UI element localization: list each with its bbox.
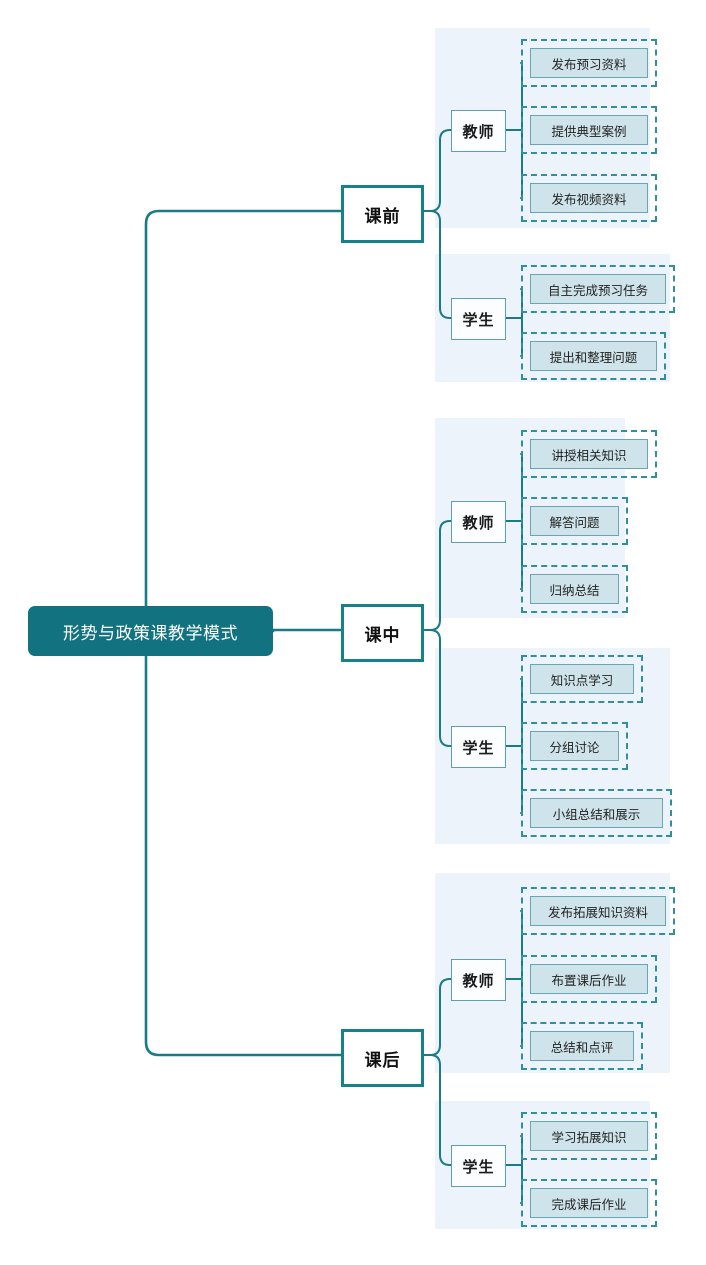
leaf-item-wrapper: 小组总结和展示 (521, 789, 672, 837)
leaf-item[interactable]: 自主完成预习任务 (530, 274, 666, 304)
leaf-item-wrapper: 总结和点评 (521, 1022, 643, 1070)
leaf-item[interactable]: 分组讨论 (530, 731, 619, 761)
leaf-item[interactable]: 布置课后作业 (530, 964, 648, 994)
role-node-before-teacher[interactable]: 教师 (451, 110, 506, 152)
leaf-item-wrapper: 解答问题 (521, 497, 628, 545)
role-node-label: 学生 (462, 311, 495, 329)
leaf-item-wrapper: 知识点学习 (521, 655, 643, 703)
role-node-label: 学生 (462, 1158, 495, 1176)
leaf-item[interactable]: 知识点学习 (530, 664, 634, 694)
role-node-label: 教师 (462, 514, 495, 532)
role-node-during-student[interactable]: 学生 (451, 726, 506, 768)
root-node-label: 形势与政策课教学模式 (63, 623, 238, 643)
role-node-label: 学生 (462, 739, 495, 757)
leaf-item-wrapper: 完成课后作业 (521, 1179, 657, 1227)
leaf-item-wrapper: 布置课后作业 (521, 955, 657, 1003)
role-node-label: 教师 (462, 123, 495, 141)
leaf-item[interactable]: 归纳总结 (530, 574, 619, 604)
leaf-item[interactable]: 发布拓展知识资料 (530, 896, 666, 926)
leaf-item[interactable]: 发布视频资料 (530, 183, 648, 213)
leaf-item-wrapper: 学习拓展知识 (521, 1112, 657, 1160)
leaf-item-wrapper: 分组讨论 (521, 722, 628, 770)
leaf-item[interactable]: 完成课后作业 (530, 1188, 648, 1218)
leaf-item[interactable]: 讲授相关知识 (530, 439, 648, 469)
leaf-item-wrapper: 发布拓展知识资料 (521, 887, 675, 935)
leaf-item-wrapper: 自主完成预习任务 (521, 265, 675, 313)
stage-node-label: 课中 (364, 625, 401, 645)
stage-node-before-class[interactable]: 课前 (341, 185, 424, 243)
leaf-item-wrapper: 发布预习资料 (521, 39, 657, 87)
stage-node-label: 课后 (364, 1050, 401, 1070)
leaf-item[interactable]: 发布预习资料 (530, 48, 648, 78)
role-node-after-student[interactable]: 学生 (451, 1145, 506, 1187)
leaf-item-wrapper: 提供典型案例 (521, 106, 657, 154)
leaf-item[interactable]: 提供典型案例 (530, 115, 648, 145)
stage-node-after-class[interactable]: 课后 (341, 1029, 424, 1087)
leaf-item[interactable]: 学习拓展知识 (530, 1121, 648, 1151)
leaf-item-wrapper: 讲授相关知识 (521, 430, 657, 478)
leaf-item-wrapper: 提出和整理问题 (521, 332, 666, 380)
leaf-item[interactable]: 解答问题 (530, 506, 619, 536)
role-node-label: 教师 (462, 972, 495, 990)
leaf-item-wrapper: 归纳总结 (521, 565, 628, 613)
role-node-before-student[interactable]: 学生 (451, 298, 506, 340)
leaf-item-wrapper: 发布视频资料 (521, 174, 657, 222)
role-node-after-teacher[interactable]: 教师 (451, 959, 506, 1001)
root-node[interactable]: 形势与政策课教学模式 (28, 606, 273, 656)
leaf-item[interactable]: 提出和整理问题 (530, 341, 657, 371)
role-node-during-teacher[interactable]: 教师 (451, 501, 506, 543)
stage-node-label: 课前 (364, 206, 401, 226)
leaf-item[interactable]: 小组总结和展示 (530, 798, 663, 828)
leaf-item[interactable]: 总结和点评 (530, 1031, 634, 1061)
stage-node-during-class[interactable]: 课中 (341, 604, 424, 662)
